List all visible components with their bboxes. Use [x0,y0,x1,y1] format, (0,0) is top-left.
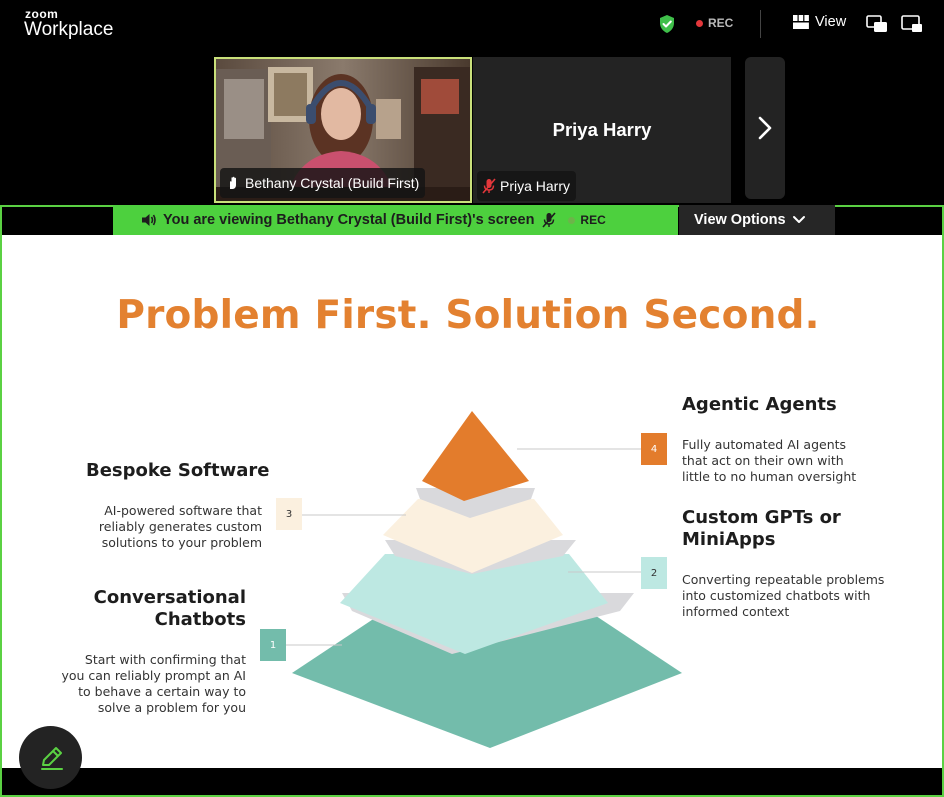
level-3-description: AI-powered software that reliably genera… [98,503,262,550]
recording-indicator[interactable]: REC [696,16,733,30]
view-button[interactable]: View [793,14,846,30]
minimize-window-icon[interactable] [901,15,923,33]
pyramid-level-4 [422,411,529,501]
pyramid-level-1 [292,606,682,748]
level-2-heading: Custom GPTs or MiniApps [682,507,841,550]
view-label: View [815,14,847,30]
screen-share-label: You are viewing Bethany Crystal (Build F… [163,212,535,228]
raised-hand-icon [230,176,236,189]
participant-name-bethany: Bethany Crystal (Build First) [245,175,420,191]
pyramid-level-3-separator [416,488,535,518]
level-3-heading: Bespoke Software [86,460,270,481]
level-number-3: 3 [276,498,302,530]
chevron-down-icon [792,216,805,223]
pyramid-level-2 [340,554,608,654]
level-1-heading: Conversational Chatbots [93,587,246,630]
level-2-description: Converting repeatable problems into cust… [682,572,885,619]
participant-name-tag: Priya Harry [477,171,577,201]
zoom-logo-workplace: Workplace [24,19,114,40]
recording-dot-icon [568,216,576,224]
next-participants-button[interactable] [745,57,785,199]
recording-label: REC [708,16,734,30]
banner-recording-indicator: REC [568,213,606,227]
shared-slide: Problem First. Solution Second. 4 3 2 1 … [2,235,942,768]
view-options-label: View Options [694,212,786,228]
level-1-description: Start with confirming that you can relia… [61,652,246,715]
level-number-1: 1 [260,629,286,661]
banner-rec-label: REC [580,213,606,227]
screen-share-banner: You are viewing Bethany Crystal (Build F… [113,205,678,235]
top-bar: zoom Workplace REC View [0,0,944,52]
participant-name-priya: Priya Harry [500,178,571,194]
level-number-4: 4 [641,433,667,465]
chevron-right-icon [758,116,772,140]
level-4-description: Fully automated AI agents that act on th… [682,437,857,484]
picture-in-picture-icon[interactable] [866,15,888,33]
zoom-logo-small: zoom [25,7,59,21]
shield-check-icon[interactable] [657,14,677,34]
pyramid-diagram [286,411,682,748]
mic-muted-icon [482,178,496,194]
pyramid-level-3 [383,499,563,573]
grid-view-icon [793,15,809,29]
annotate-button[interactable] [19,726,82,789]
video-tile-bethany[interactable]: Bethany Crystal (Build First) [214,57,472,203]
slide-title: Problem First. Solution Second. [116,293,820,338]
participant-name-tag: Bethany Crystal (Build First) [220,168,426,198]
toolbar-divider [760,10,761,38]
pen-icon [40,746,63,770]
share-bottom-strip [2,768,942,795]
video-tile-priya[interactable]: Priya Harry Priya Harry [473,57,731,203]
mic-muted-icon[interactable] [542,212,557,228]
speaker-icon[interactable] [141,213,157,227]
level-number-2: 2 [641,557,667,589]
view-options-dropdown[interactable]: View Options [679,205,835,235]
level-4-heading: Agentic Agents [682,394,837,415]
participant-display-name: Priya Harry [552,119,652,140]
recording-dot-icon [696,19,703,27]
